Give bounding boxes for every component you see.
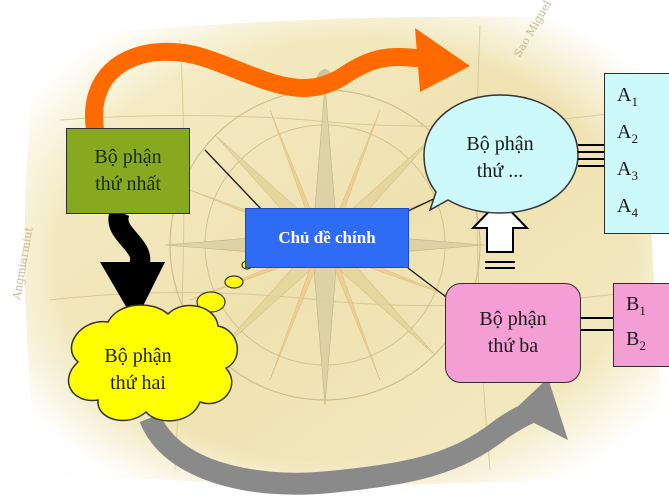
list-b-index: 2 (639, 338, 646, 353)
list-a-letter: A (617, 120, 632, 143)
list-a-index: 2 (631, 130, 638, 146)
list-a-letter: A (617, 83, 632, 106)
list-b-index: 1 (639, 303, 646, 318)
list-b-letter: B (626, 328, 640, 350)
node-part-nth: Bộ phận thứ ... (424, 118, 576, 198)
list-b-connectors (581, 317, 613, 331)
arrow-first-to-nth (84, 42, 439, 139)
list-b-item: B1 (626, 290, 669, 325)
node-main-topic-label: Chủ đề chính (278, 227, 376, 247)
arrow-first-to-nth-head (415, 28, 470, 92)
list-a-item: A4 (617, 191, 669, 228)
list-b-letter: B (626, 293, 640, 315)
list-a-item: A1 (617, 80, 669, 117)
list-a-index: 4 (631, 204, 638, 220)
list-a-letter: A (617, 157, 632, 180)
list-a-item: A3 (617, 154, 669, 191)
arrow-second-to-third (139, 396, 553, 495)
node-part-third: Bộ phận thứ ba (445, 283, 581, 383)
list-a-box: A1 A2 A3 A4 (604, 73, 669, 234)
connector-main-third (407, 267, 451, 301)
arrow-third-to-nth (470, 198, 530, 253)
list-b-item: B2 (626, 325, 669, 360)
node-part-second-line-2: thứ hai (110, 372, 166, 394)
list-a-item: A2 (617, 117, 669, 154)
node-part-third-line-1: Bộ phận (479, 308, 547, 330)
node-part-nth-line-2: thứ ... (476, 160, 524, 182)
node-part-first-line-1: Bộ phận (94, 146, 162, 168)
arrow-first-to-second (108, 208, 151, 273)
node-part-nth-line-1: Bộ phận (466, 133, 534, 155)
node-main-topic: Chủ đề chính (245, 208, 409, 268)
arrow-first-to-second-head (100, 262, 165, 322)
node-second-shape (67, 304, 239, 422)
list-a-letter: A (617, 194, 632, 217)
list-b-box: B1 B2 (613, 283, 669, 367)
node-part-second-line-1: Bộ phận (104, 345, 172, 367)
list-a-connectors (578, 144, 604, 167)
node-part-first: Bộ phận thứ nhất (66, 128, 190, 214)
list-a-index: 3 (631, 167, 638, 183)
node-nth-shape (423, 94, 579, 214)
node-part-third-line-2: thứ ba (487, 335, 539, 357)
arrow-second-to-third-head (512, 378, 568, 440)
node-part-first-line-2: thứ nhất (95, 173, 161, 195)
list-a-index: 1 (631, 93, 638, 109)
node-part-second: Bộ phận thứ hai (62, 330, 214, 410)
connector-main-first (204, 149, 263, 211)
